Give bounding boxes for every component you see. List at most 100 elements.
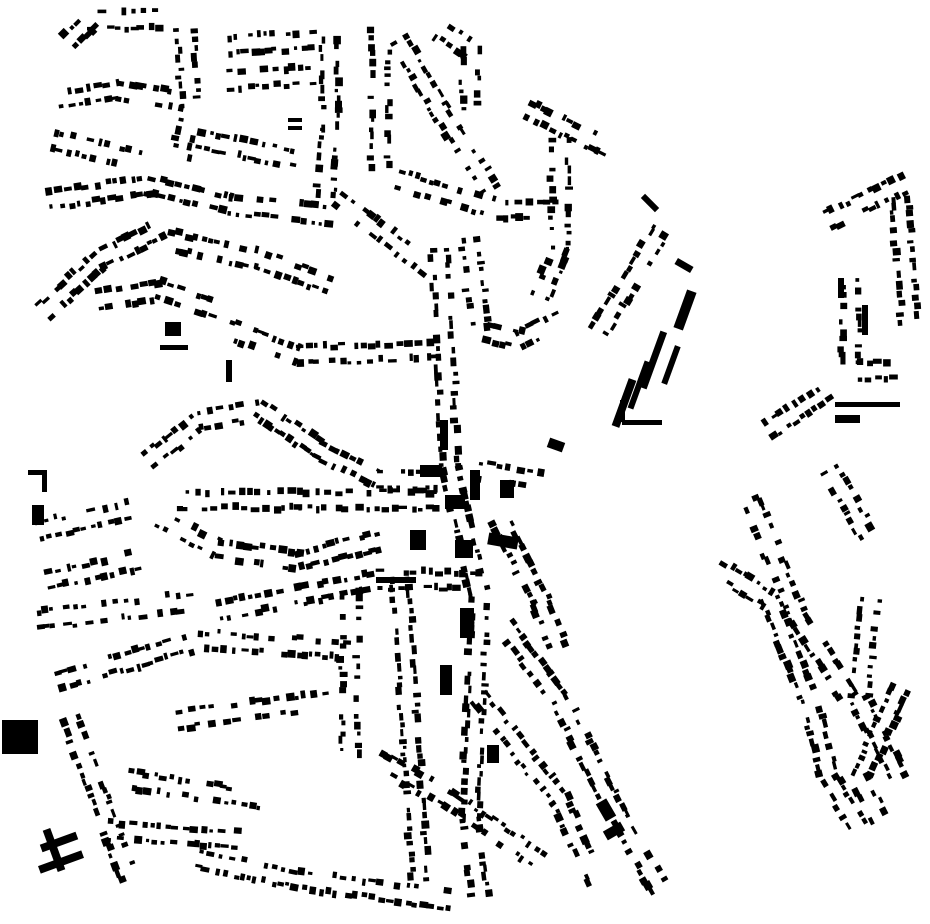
building bbox=[355, 457, 365, 466]
building bbox=[768, 522, 775, 529]
building bbox=[660, 241, 666, 248]
building bbox=[281, 651, 288, 658]
building bbox=[307, 428, 320, 440]
building bbox=[903, 689, 911, 698]
building bbox=[97, 780, 106, 790]
building bbox=[503, 215, 509, 223]
building bbox=[753, 531, 762, 541]
building bbox=[45, 533, 52, 539]
building bbox=[734, 567, 743, 575]
building bbox=[263, 862, 269, 870]
building bbox=[354, 721, 361, 730]
building bbox=[467, 798, 474, 806]
building bbox=[148, 660, 154, 666]
building bbox=[804, 725, 811, 731]
building bbox=[383, 155, 391, 159]
building bbox=[466, 879, 475, 889]
building bbox=[124, 26, 129, 33]
building bbox=[273, 695, 280, 702]
building bbox=[786, 672, 797, 684]
large-building bbox=[470, 470, 480, 500]
building bbox=[195, 488, 201, 496]
building bbox=[454, 464, 464, 472]
building bbox=[607, 783, 615, 792]
building bbox=[112, 651, 122, 661]
building bbox=[408, 851, 416, 857]
building bbox=[151, 188, 160, 199]
building bbox=[309, 29, 318, 35]
building bbox=[461, 778, 468, 786]
building bbox=[356, 663, 361, 670]
building bbox=[820, 778, 829, 788]
building bbox=[338, 735, 343, 744]
building bbox=[99, 197, 106, 205]
large-building bbox=[455, 540, 473, 558]
building bbox=[854, 344, 862, 348]
building bbox=[805, 730, 815, 737]
building bbox=[847, 693, 856, 699]
building bbox=[845, 200, 852, 208]
building bbox=[566, 842, 574, 849]
building bbox=[242, 542, 253, 552]
building bbox=[812, 756, 821, 763]
building bbox=[466, 708, 471, 718]
building bbox=[269, 544, 277, 551]
building bbox=[434, 303, 439, 311]
building bbox=[75, 719, 86, 729]
building bbox=[413, 768, 425, 780]
building bbox=[231, 647, 236, 655]
building bbox=[62, 621, 73, 626]
building bbox=[892, 247, 901, 256]
building bbox=[510, 214, 517, 219]
building bbox=[869, 655, 877, 660]
building bbox=[537, 199, 546, 205]
building bbox=[214, 132, 222, 140]
building bbox=[177, 725, 185, 732]
building bbox=[854, 351, 861, 359]
building bbox=[406, 840, 414, 846]
building bbox=[572, 809, 581, 819]
large-building bbox=[673, 289, 697, 331]
building bbox=[65, 529, 75, 537]
building bbox=[774, 538, 783, 546]
building bbox=[417, 758, 426, 767]
building bbox=[251, 648, 259, 656]
building bbox=[496, 706, 507, 717]
building bbox=[518, 662, 527, 671]
building bbox=[464, 675, 471, 685]
building bbox=[868, 641, 877, 649]
building bbox=[78, 101, 84, 106]
building bbox=[72, 526, 81, 533]
building bbox=[885, 687, 893, 696]
building bbox=[478, 266, 484, 272]
building bbox=[407, 598, 413, 605]
building bbox=[274, 506, 282, 514]
building bbox=[634, 860, 643, 870]
building bbox=[119, 176, 127, 185]
building bbox=[75, 679, 83, 687]
building bbox=[403, 570, 409, 576]
building bbox=[178, 81, 183, 89]
building bbox=[182, 507, 188, 512]
building bbox=[179, 91, 187, 100]
building bbox=[239, 262, 249, 268]
building bbox=[405, 67, 412, 73]
building bbox=[815, 386, 821, 393]
building bbox=[564, 223, 571, 228]
building bbox=[370, 481, 377, 488]
building bbox=[330, 165, 338, 170]
building bbox=[191, 200, 199, 208]
building bbox=[34, 298, 43, 307]
building bbox=[217, 828, 226, 834]
building bbox=[594, 793, 602, 801]
building bbox=[893, 191, 902, 201]
building bbox=[462, 767, 470, 775]
building bbox=[174, 38, 179, 45]
building bbox=[782, 604, 790, 610]
building bbox=[855, 307, 862, 312]
building bbox=[176, 506, 183, 512]
building bbox=[74, 580, 79, 586]
building bbox=[571, 706, 580, 714]
large-building bbox=[595, 798, 617, 822]
building bbox=[315, 188, 322, 199]
